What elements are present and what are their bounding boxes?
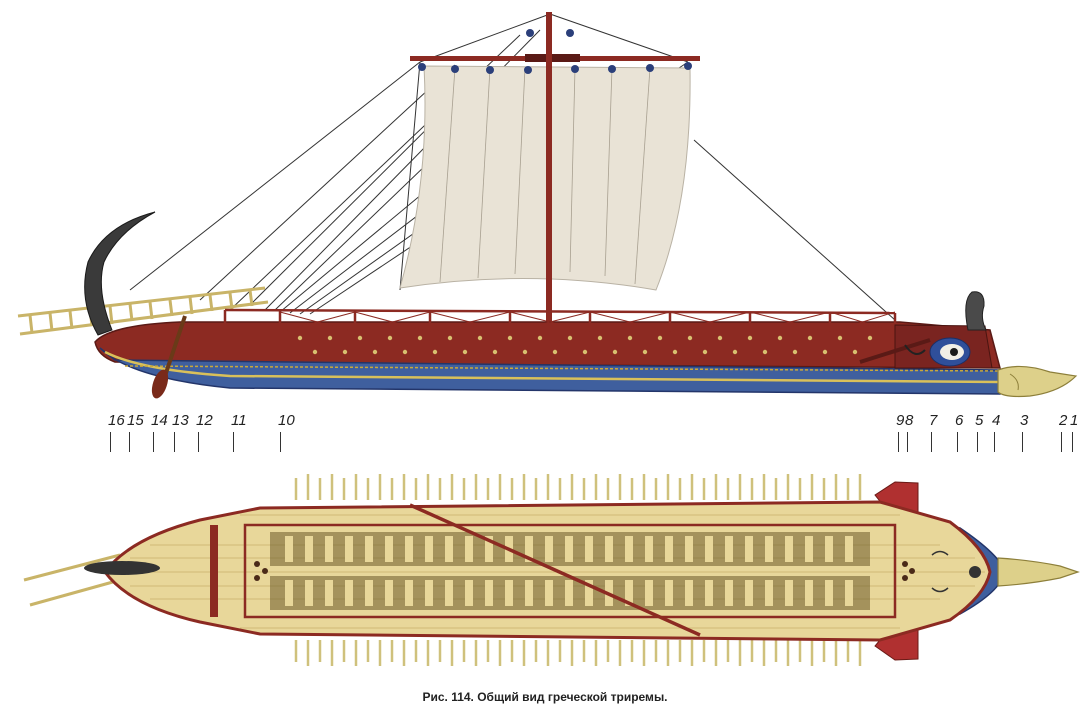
callout-tick xyxy=(129,432,130,452)
callout-9: 9 xyxy=(896,412,905,429)
hull-top xyxy=(103,500,992,642)
stern-ornament xyxy=(84,211,156,336)
mast xyxy=(546,12,552,352)
figure-caption: Рис. 114. Общий вид греческой триремы. xyxy=(422,690,668,704)
bronze-ram-top xyxy=(997,557,1080,587)
oars-bottom xyxy=(294,640,862,666)
steering-oar xyxy=(151,315,187,399)
callout-3: 3 xyxy=(1020,412,1029,429)
callout-tick xyxy=(1072,432,1073,452)
callout-14: 14 xyxy=(151,412,168,429)
callout-16: 16 xyxy=(108,412,125,429)
callout-tick xyxy=(1061,432,1062,452)
callout-12: 12 xyxy=(196,412,213,429)
deck-railing xyxy=(223,308,897,334)
oars-top xyxy=(294,474,862,500)
callout-tick xyxy=(1022,432,1023,452)
hull-stripe xyxy=(104,350,1001,384)
callout-5: 5 xyxy=(975,412,984,429)
callout-2: 2 xyxy=(1059,412,1068,429)
stowed-mast xyxy=(409,503,701,637)
side-view xyxy=(17,12,1078,399)
rower-frame xyxy=(243,523,897,619)
bow-post xyxy=(965,291,987,331)
rower-benches xyxy=(285,536,853,606)
callout-tick xyxy=(110,432,111,452)
callout-1: 1 xyxy=(1070,412,1079,429)
callout-tick xyxy=(977,432,978,452)
top-view xyxy=(23,474,1080,666)
callout-tick xyxy=(907,432,908,452)
steering-oars-top xyxy=(23,553,121,607)
callout-15: 15 xyxy=(127,412,144,429)
callout-tick xyxy=(233,432,234,452)
callout-tick xyxy=(153,432,154,452)
callout-tick xyxy=(931,432,932,452)
oar-ports xyxy=(297,335,873,355)
callout-tick xyxy=(957,432,958,452)
callout-8: 8 xyxy=(905,412,914,429)
callout-tick xyxy=(174,432,175,452)
hull-upper xyxy=(94,321,1001,369)
bow-eye xyxy=(929,337,971,367)
callout-11: 11 xyxy=(231,412,247,429)
callout-6: 6 xyxy=(955,412,964,429)
callout-tick xyxy=(898,432,899,452)
stern-ladders xyxy=(17,286,269,336)
callout-10: 10 xyxy=(278,412,295,429)
callout-13: 13 xyxy=(172,412,189,429)
sail xyxy=(399,65,691,291)
callout-7: 7 xyxy=(929,412,938,429)
sail-seams xyxy=(439,67,651,285)
yard-blocks xyxy=(418,29,692,74)
callout-tick xyxy=(198,432,199,452)
callout-4: 4 xyxy=(992,412,1001,429)
callout-tick xyxy=(280,432,281,452)
stern-ornament-top xyxy=(84,561,160,575)
callout-tick xyxy=(994,432,995,452)
bronze-ram xyxy=(997,365,1078,398)
